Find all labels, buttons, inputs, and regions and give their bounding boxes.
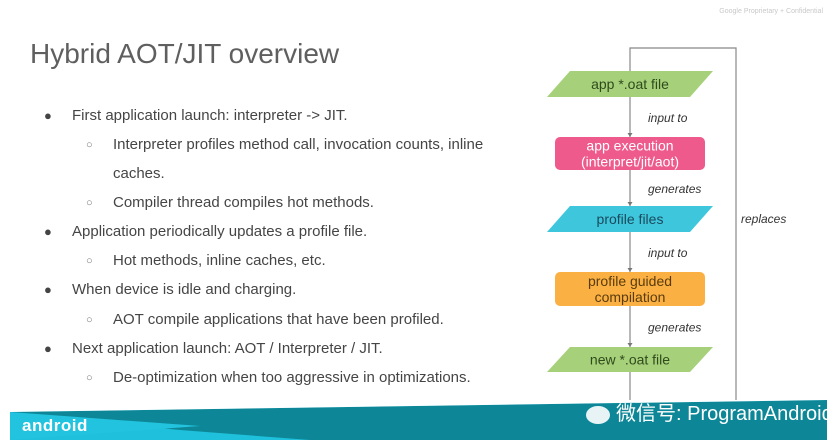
sub-bullet-circle-icon: ○ [86, 255, 93, 267]
bullet-dot-icon: ● [44, 108, 52, 123]
node-exec [555, 137, 705, 170]
node-label: profile files [597, 211, 664, 227]
bullet-text: When device is idle and charging. [72, 281, 297, 298]
arrow-head-icon [627, 268, 633, 272]
node-label: profile guided [588, 273, 672, 289]
sub-bullet-circle-icon: ○ [86, 372, 93, 384]
node-prof [547, 206, 713, 232]
edge-label: generates [648, 321, 701, 335]
edge-label: generates [648, 182, 701, 196]
android-logo: android [22, 416, 88, 435]
bullet-dot-icon: ● [44, 282, 52, 297]
bullet-text: Application periodically updates a profi… [72, 223, 368, 240]
bullet-text: De-optimization when too aggressive in o… [113, 369, 471, 386]
bullet-dot-icon: ● [44, 341, 52, 356]
node-oat2 [547, 347, 713, 372]
footer-band [10, 400, 827, 440]
watermark-text: 微信号: ProgramAndroid [616, 403, 833, 425]
node-label: app execution [586, 138, 673, 154]
sub-bullet-circle-icon: ○ [86, 139, 93, 151]
bullet-text: First application launch: interpreter ->… [72, 107, 348, 124]
bullet-text: Next application launch: AOT / Interpret… [72, 340, 383, 357]
wechat-watermark: 微信号: ProgramAndroid [586, 397, 833, 426]
node-label: new *.oat file [590, 352, 670, 368]
loop-line [629, 47, 737, 403]
node-oat1 [547, 71, 713, 97]
bullet-dot-icon: ● [44, 224, 52, 239]
bullet-text: Hot methods, inline caches, etc. [113, 252, 326, 269]
arrow-head-icon [627, 343, 633, 347]
bullet-text: AOT compile applications that have been … [113, 311, 444, 328]
edge-label: input to [648, 111, 688, 125]
arrow-head-icon [627, 202, 633, 206]
bullet-text: Interpreter profiles method call, invoca… [113, 136, 484, 153]
wechat-icon [586, 405, 610, 424]
sub-bullet-circle-icon: ○ [86, 197, 93, 209]
arrow-head-icon [627, 133, 633, 137]
edge-label: input to [648, 246, 688, 260]
bullet-text: Compiler thread compiles hot methods. [113, 194, 374, 211]
loop-label: replaces [741, 212, 786, 226]
node-label: app *.oat file [591, 76, 669, 92]
sub-bullet-circle-icon: ○ [86, 314, 93, 326]
slide-title: Hybrid AOT/JIT overview [30, 38, 340, 69]
node-label: (interpret/jit/aot) [581, 154, 679, 170]
confidential-label: Google Proprietary + Confidential [719, 8, 823, 15]
bullet-text: caches. [113, 165, 165, 182]
node-pgc [555, 272, 705, 306]
node-label: compilation [595, 289, 666, 305]
